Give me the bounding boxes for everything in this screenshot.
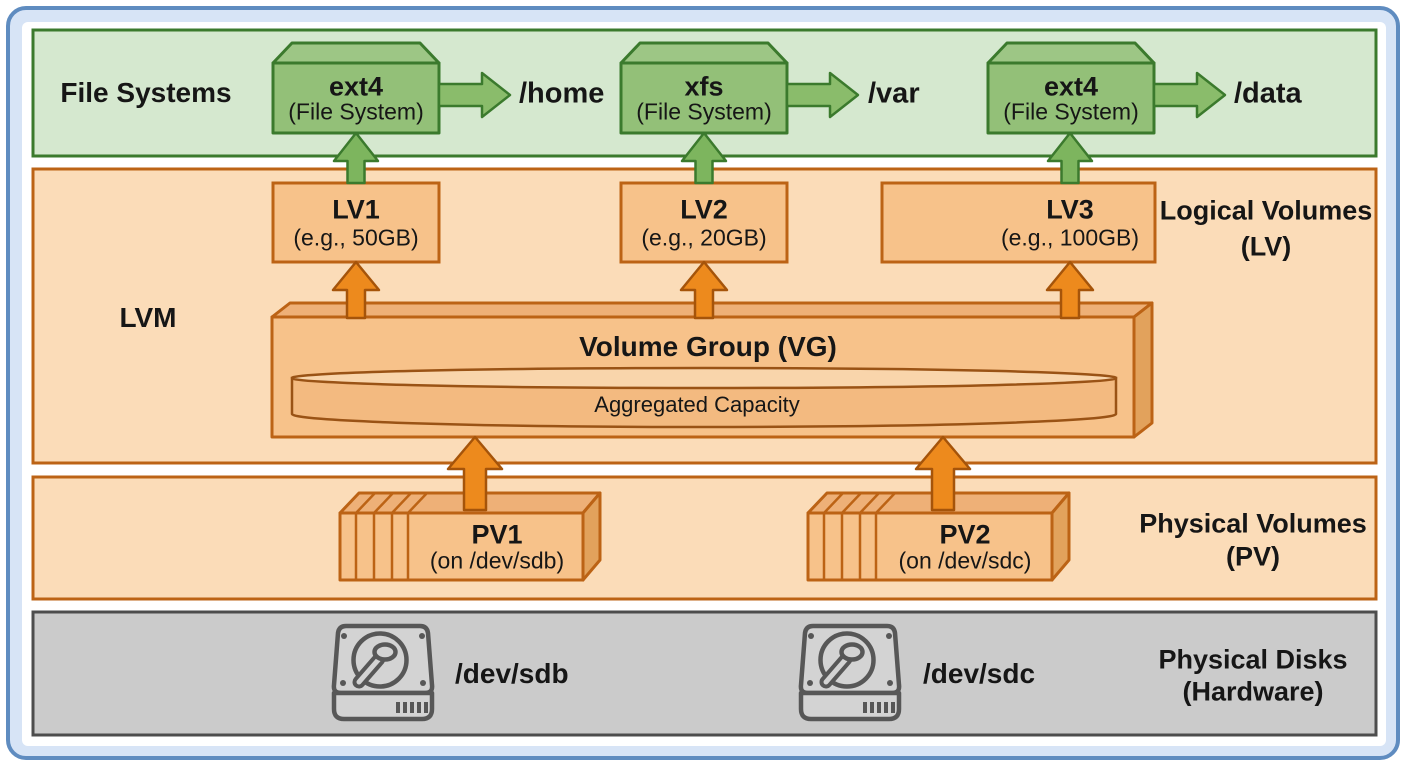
disk-label-sdc: /dev/sdc xyxy=(923,658,1036,689)
vg-side xyxy=(1132,301,1154,439)
pv1-title: PV1 xyxy=(471,519,523,550)
vg-to-lv-arrow-1 xyxy=(331,260,381,320)
fs-box-1-subtitle: (File System) xyxy=(288,98,424,125)
pv-to-vg-arrow-2 xyxy=(914,435,972,512)
physical-disks-label-line2: (Hardware) xyxy=(1182,676,1324,707)
band-physical-disks xyxy=(31,610,1378,737)
aggregated-capacity-label: Aggregated Capacity xyxy=(594,392,800,417)
hdd-icon-sdc xyxy=(801,626,899,719)
mount-arrow-home xyxy=(437,71,512,119)
hdd-icon-sdb xyxy=(334,626,432,719)
mount-point-var: /var xyxy=(868,77,920,110)
lv2-size: (e.g., 20GB) xyxy=(641,224,767,251)
lv3-title: LV3 xyxy=(1046,194,1094,225)
fs-box-1-title: ext4 xyxy=(328,71,384,102)
vg-capacity-cylinder-top xyxy=(290,366,1118,390)
lv-to-fs-arrow-2 xyxy=(680,131,728,185)
fs-box-3-title: ext4 xyxy=(1043,71,1099,102)
lv-to-fs-arrow-1 xyxy=(332,131,380,185)
pv-1-stack-lines xyxy=(354,492,428,580)
pv2-title: PV2 xyxy=(939,519,991,550)
lv-box-3 xyxy=(880,181,1157,264)
disk-label-sdb: /dev/sdb xyxy=(455,658,569,689)
pv-box-1 xyxy=(338,491,602,582)
lv1-size: (e.g., 50GB) xyxy=(293,224,419,251)
pv-box-2 xyxy=(806,491,1071,582)
fs-box-3-subtitle: (File System) xyxy=(1003,98,1139,125)
fs-box-2-title: xfs xyxy=(684,71,724,102)
vg-to-lv-arrow-2 xyxy=(679,260,729,320)
mount-point-home: /home xyxy=(519,77,605,110)
mount-arrow-data xyxy=(1152,71,1227,119)
vg-capacity-cylinder-body xyxy=(290,376,1118,429)
physical-volumes-label-line1: Physical Volumes xyxy=(1139,508,1367,539)
physical-disks-label-line1: Physical Disks xyxy=(1158,644,1348,675)
lv-box-2 xyxy=(619,181,789,264)
lv-to-fs-arrow-3 xyxy=(1046,131,1094,185)
pv-2-stack-lines xyxy=(822,492,896,580)
logical-volumes-label-line2: (LV) xyxy=(1240,231,1292,262)
lv3-size: (e.g., 100GB) xyxy=(1000,224,1140,251)
pv1-device: (on /dev/sdb) xyxy=(429,547,565,574)
pv-to-vg-arrow-1 xyxy=(446,435,504,512)
pv2-device: (on /dev/sdc) xyxy=(898,547,1032,574)
lv1-title: LV1 xyxy=(332,194,380,225)
fs-box-2-subtitle: (File System) xyxy=(636,98,772,125)
physical-volumes-label-line2: (PV) xyxy=(1226,541,1280,572)
lvm-band-label: LVM xyxy=(119,302,177,333)
file-systems-band-label: File Systems xyxy=(60,77,232,108)
mount-point-data: /data xyxy=(1234,77,1302,110)
logical-volumes-label-line1: Logical Volumes xyxy=(1159,195,1373,226)
vg-to-lv-arrow-3 xyxy=(1045,260,1095,320)
mount-arrow-var xyxy=(785,71,860,119)
volume-group-title: Volume Group (VG) xyxy=(579,331,837,362)
lv2-title: LV2 xyxy=(680,194,728,225)
fs-box-ext4-home xyxy=(271,41,441,135)
band-physical-volumes xyxy=(31,475,1378,601)
